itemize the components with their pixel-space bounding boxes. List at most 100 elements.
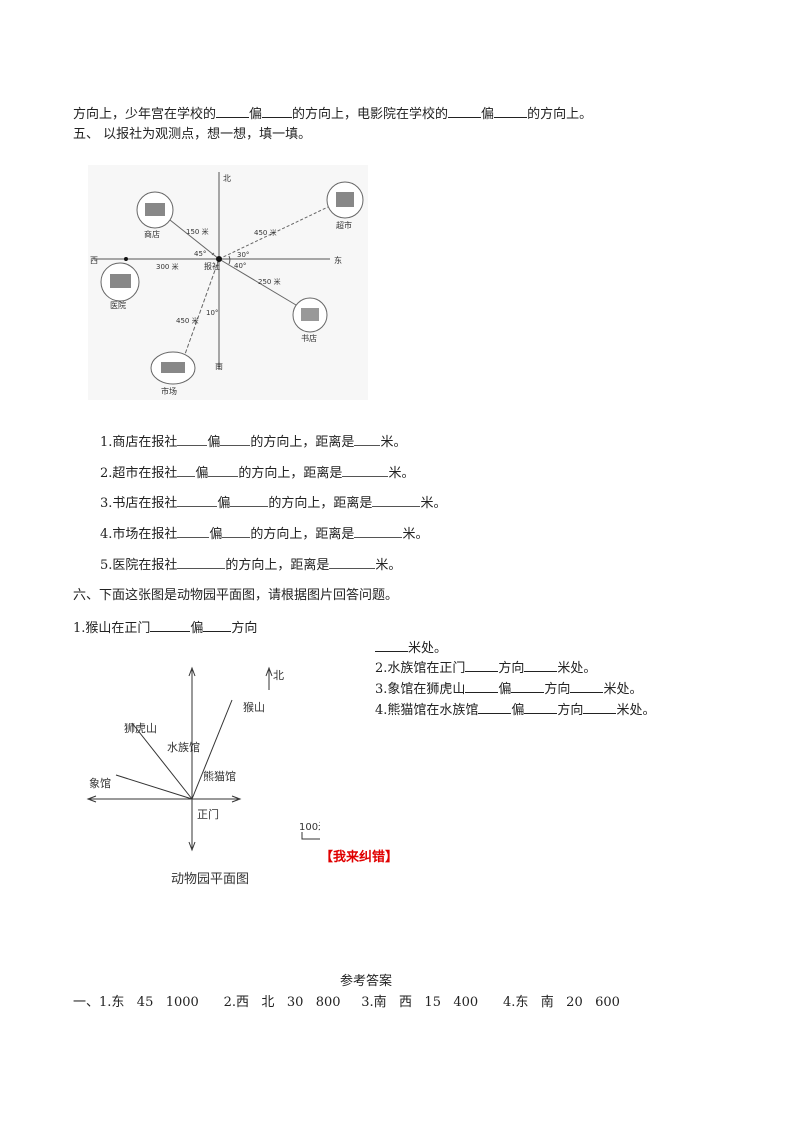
label-south: 南 [215,361,223,371]
question-5-1: 1.商店在报社 偏 的方向上，距离是 米。 [100,432,406,452]
text: 4.熊猫馆在水族馆 [375,703,479,718]
label-dist-book: 250 米 [258,277,281,286]
label-panda-house: 熊猫馆 [203,769,236,783]
label-angle-45: 45° [194,250,206,258]
text: 2.超市在报社 [100,466,178,481]
text: 方向 [231,621,258,636]
text: 方向 [544,682,571,697]
label-center: 报社 [204,261,220,271]
question-5-4: 4.市场在报社 偏 的方向上，距离是 米。 [100,524,428,544]
blank[interactable] [511,679,545,693]
label-elephant-house: 象馆 [89,776,111,790]
text: 偏 [195,466,209,481]
text: 的方向上，距离是 [268,496,373,511]
text: 米处。 [603,682,643,697]
blank[interactable] [478,700,512,714]
blank[interactable] [375,638,408,652]
label-shop: 商店 [144,229,160,239]
zoo-plan-map: 北 猴山 狮虎山 水族馆 熊猫馆 象馆 正门 100米 动物园平面图 [86,666,320,887]
label-bookstore: 书店 [301,333,317,343]
blank[interactable] [177,493,218,507]
text: 2.水族馆在正门 [375,661,466,676]
blank[interactable] [465,679,499,693]
label-north: 北 [223,174,231,183]
blank[interactable] [262,104,293,118]
text: 5.医院在报社 [100,558,178,573]
label-dist-super: 450 米 [254,228,277,237]
text: 的方向上，距离是 [238,466,343,481]
text: 1.商店在报社 [100,435,178,450]
text: 偏 [217,496,231,511]
text: 的方向上，距离是 [250,527,355,542]
blank[interactable] [216,104,250,118]
label-dist-hospital: 300 米 [156,262,179,271]
blank[interactable] [354,524,403,538]
text: 偏 [511,703,525,718]
text: 偏 [209,527,223,542]
text: 米处。 [616,703,656,718]
answers-line-1: 一、1.东 45 1000 2.西 北 30 800 3.南 西 15 400 … [73,995,620,1010]
blank[interactable] [208,463,239,477]
text: 偏 [190,621,204,636]
text: 米处。 [557,661,597,676]
blank[interactable] [524,700,558,714]
answers-title: 参考答案 [340,974,393,989]
question-6-2: 2.水族馆在正门方向米处。 [375,658,596,678]
text: 的方向上。 [527,107,593,122]
text: 的方向上，电影院在学校的 [292,107,449,122]
blank[interactable] [570,679,604,693]
text: 米处。 [408,641,448,656]
text: 3.书店在报社 [100,496,178,511]
question-6-4: 4.熊猫馆在水族馆偏方向米处。 [375,700,655,720]
label-scale: 100米 [299,820,320,833]
blank[interactable] [203,618,232,632]
label-dist-shop: 150 米 [186,227,209,236]
blank[interactable] [372,493,421,507]
blank[interactable] [177,555,226,569]
text: 米。 [380,435,407,450]
blank[interactable] [177,524,210,538]
label-supermarket: 超市 [336,220,352,230]
blank[interactable] [524,658,558,672]
label-angle-10: 10° [206,309,218,317]
label-angle-40: 40° [234,262,246,270]
section5-title: 五、 以报社为观测点，想一想，填一填。 [73,127,312,142]
text: 3.象馆在狮虎山 [375,682,466,697]
correction-heading: 【我来纠错】 [320,850,399,865]
question-5-5: 5.医院在报社的方向上，距离是米。 [100,555,401,575]
label-hospital: 医院 [110,300,126,310]
text: 偏 [249,107,263,122]
text: 方向上，少年宫在学校的 [73,107,217,122]
blank[interactable] [177,463,196,477]
blank[interactable] [494,104,528,118]
blank[interactable] [150,618,191,632]
question-6-3: 3.象馆在狮虎山 偏 方向 米处。 [375,679,642,699]
blank[interactable] [354,432,381,446]
blank[interactable] [222,524,251,538]
label-angle-30: 30° [237,251,249,259]
text: 的方向上，距离是 [250,435,355,450]
blank[interactable] [583,700,617,714]
section6-title: 六、下面这张图是动物园平面图，请根据图片回答问题。 [73,588,399,603]
text: 1.猴山在正门 [73,621,151,636]
text: 米。 [388,466,415,481]
blank[interactable] [329,555,376,569]
blank[interactable] [342,463,389,477]
blank[interactable] [230,493,269,507]
text: 偏 [481,107,495,122]
text: 米。 [402,527,429,542]
text: 偏 [498,682,512,697]
blank[interactable] [448,104,482,118]
label-dist-market: 450 米 [176,316,199,325]
label-aquarium: 水族馆 [167,740,200,754]
text: 4.市场在报社 [100,527,178,542]
blank[interactable] [220,432,251,446]
question-5-3: 3.书店在报社偏的方向上，距离是米。 [100,493,446,513]
label-lion-hill: 狮虎山 [124,722,157,735]
question-6-1: 1.猴山在正门 偏 方向 [73,618,257,638]
blank[interactable] [177,432,208,446]
label-east: 东 [334,255,342,265]
text: 偏 [207,435,221,450]
blank[interactable] [465,658,499,672]
